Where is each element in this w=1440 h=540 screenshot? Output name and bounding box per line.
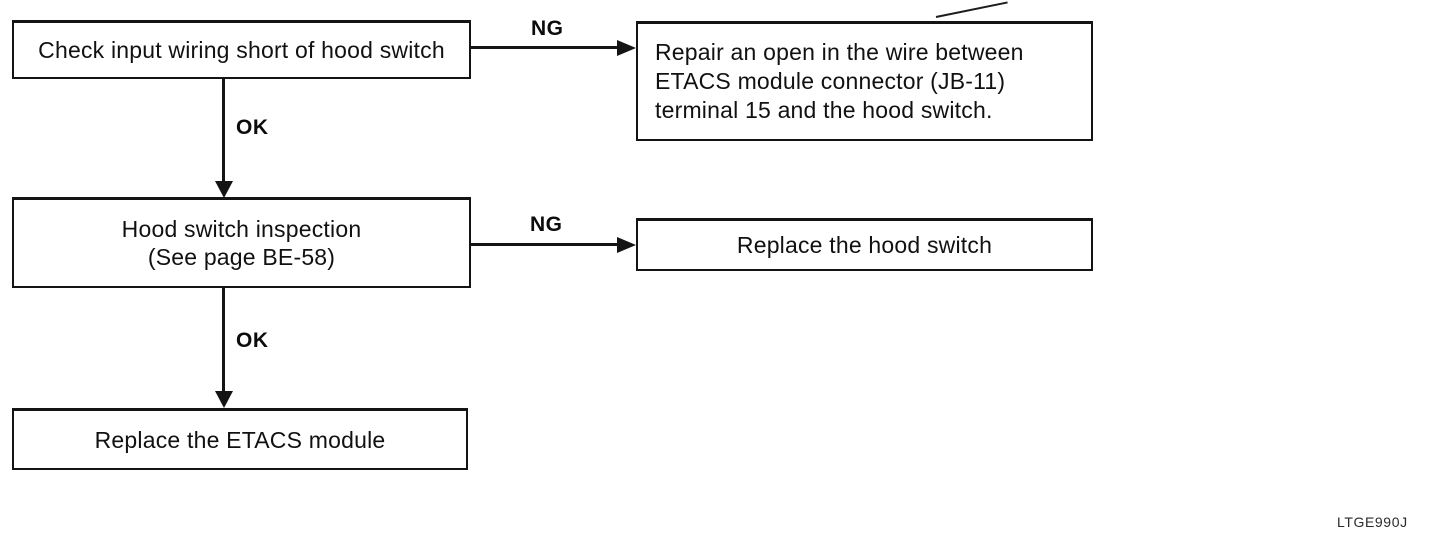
arrowhead-down-1-icon — [215, 181, 233, 198]
connector-ng-2-line — [471, 243, 618, 246]
flow-node-hood-inspection-line-2: (See page BE-58) — [147, 244, 336, 270]
flow-node-check-wiring: Check input wiring short of hood switch — [12, 20, 471, 79]
arrowhead-right-1-icon — [617, 40, 636, 56]
connector-ok-2-line — [222, 287, 225, 392]
flow-node-repair-open: Repair an open in the wire between ETACS… — [636, 21, 1093, 141]
arrowhead-right-2-icon — [617, 237, 636, 253]
flow-node-check-wiring-label: Check input wiring short of hood switch — [38, 37, 445, 63]
flow-node-hood-inspection-line-1: Hood switch inspection — [121, 216, 362, 242]
flow-node-replace-etacs: Replace the ETACS module — [12, 408, 468, 470]
flow-node-repair-open-line-1: Repair an open in the wire between — [655, 39, 1024, 65]
edge-label-ok-2: OK — [236, 329, 269, 352]
flow-node-replace-hood-switch: Replace the hood switch — [636, 218, 1093, 271]
edge-label-ng-1: NG — [531, 17, 564, 40]
flow-node-repair-open-line-3: terminal 15 and the hood switch. — [655, 97, 993, 123]
scan-artifact-line — [935, 1, 1008, 18]
connector-ok-1-line — [222, 78, 225, 182]
flow-node-replace-hood-switch-label: Replace the hood switch — [736, 232, 993, 258]
figure-code: LTGE990J — [1337, 514, 1408, 530]
arrowhead-down-2-icon — [215, 391, 233, 408]
flow-node-repair-open-line-2: ETACS module connector (JB-11) — [655, 68, 1006, 94]
flow-node-replace-etacs-label: Replace the ETACS module — [94, 426, 386, 453]
edge-label-ng-2: NG — [530, 213, 563, 236]
connector-ng-1-line — [471, 46, 618, 49]
edge-label-ok-1: OK — [236, 116, 269, 139]
flow-node-hood-inspection: Hood switch inspection (See page BE-58) — [12, 197, 471, 288]
